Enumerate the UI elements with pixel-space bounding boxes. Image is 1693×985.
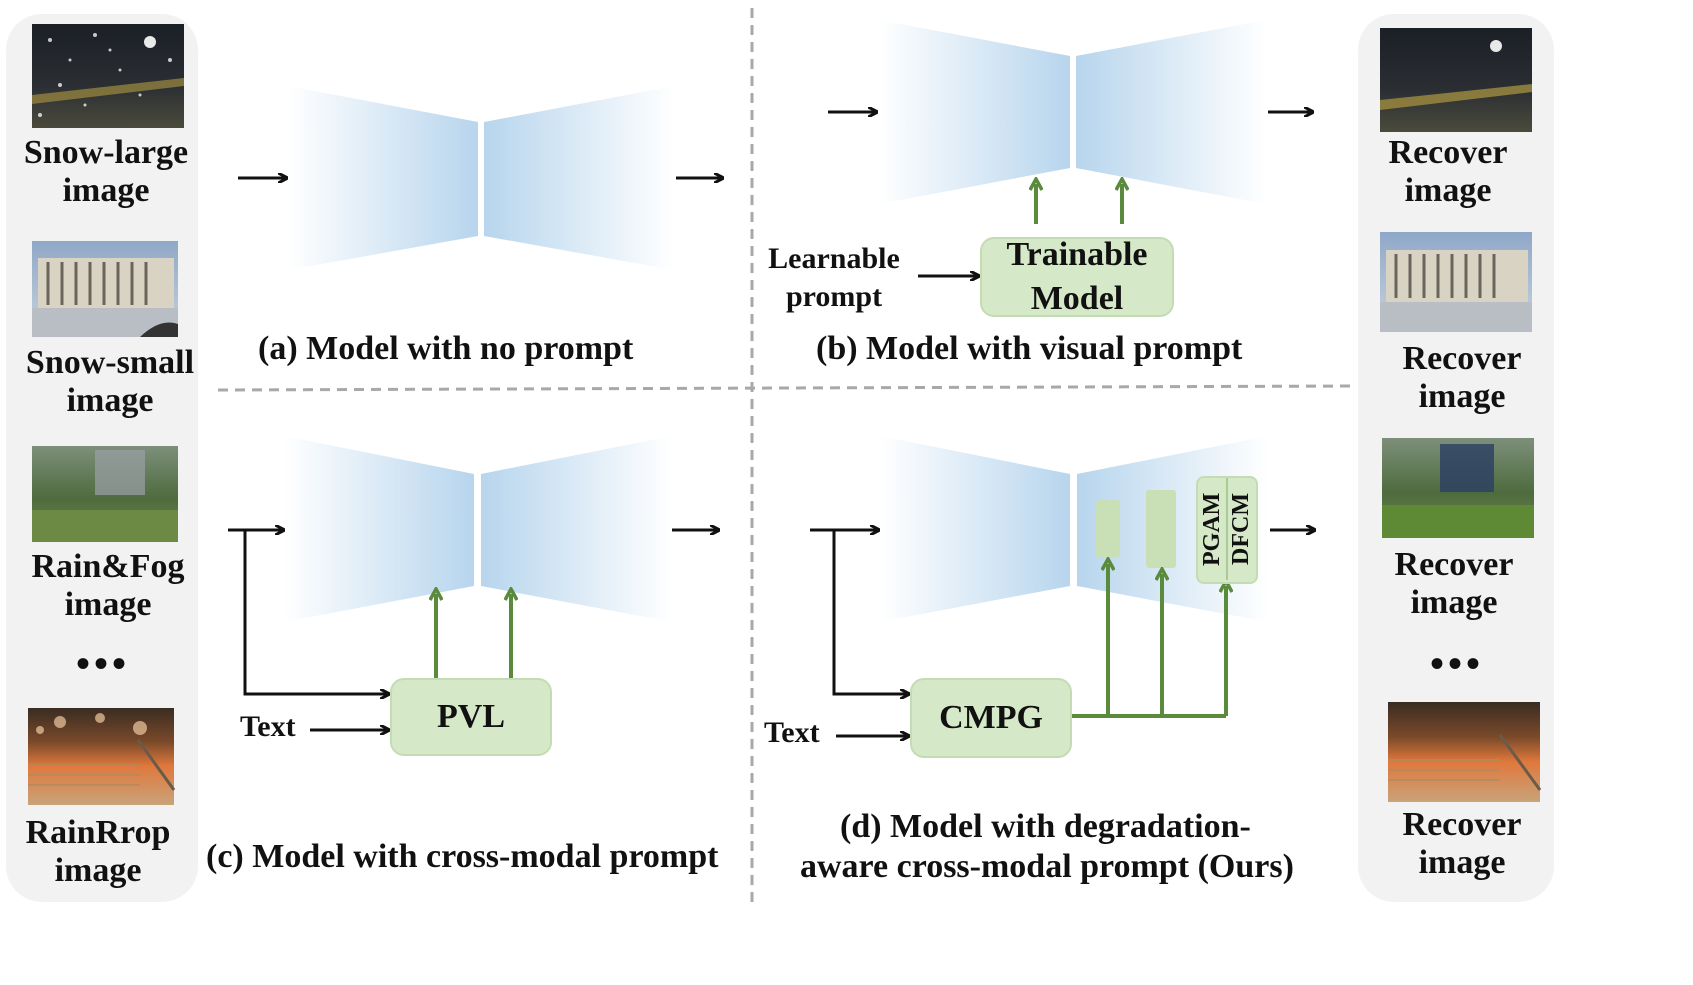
label-raindrop: RainRrop image (25, 814, 171, 889)
label-rain-fog: Rain&Fog image (31, 548, 185, 623)
green-block-1 (1096, 500, 1120, 558)
module-divider (1226, 478, 1228, 580)
cmpg-box: CMPG (910, 678, 1072, 758)
label-recover-3: Recover image (1394, 546, 1514, 621)
caption-c: (c) Model with cross-modal prompt (206, 838, 719, 875)
recover-thumbnail-1 (1380, 28, 1532, 132)
pvl-box: PVL (390, 678, 552, 756)
encoder-c (284, 436, 474, 622)
text-label-c: Text (240, 710, 296, 743)
raindrop-thumbnail (28, 708, 176, 805)
encoder-d (880, 436, 1070, 622)
caption-b: (b) Model with visual prompt (816, 330, 1243, 367)
decoder-c (481, 436, 672, 622)
label-recover-4: Recover image (1402, 806, 1522, 881)
encoder-b (879, 20, 1070, 204)
caption-d-line1: (d) Model with degradation- (840, 808, 1251, 845)
caption-d-line2: aware cross-modal prompt (Ours) (800, 848, 1294, 885)
snow-large-thumbnail (32, 24, 184, 128)
right-ellipsis: ••• (1430, 641, 1485, 686)
label-recover-1: Recover image (1388, 134, 1508, 209)
branch-d (832, 530, 908, 694)
trainable-model-box: Trainable Model (980, 236, 1174, 317)
decoder-b (1076, 20, 1266, 204)
label-snow-large: Snow-large image (23, 134, 189, 209)
recover-thumbnail-3 (1382, 438, 1534, 538)
dfcm-label: DFCM (1228, 493, 1254, 565)
green-block-2 (1146, 490, 1176, 568)
recover-thumbnail-2 (1380, 232, 1532, 332)
decoder-a (484, 86, 674, 270)
horizontal-divider (217, 384, 1356, 392)
left-ellipsis: ••• (76, 641, 131, 686)
pgam-label: PGAM (1199, 492, 1225, 566)
branch-c (243, 530, 388, 694)
label-recover-2: Recover image (1402, 340, 1522, 415)
learnable-prompt-label: Learnable prompt (768, 242, 900, 313)
snow-small-thumbnail (32, 241, 178, 337)
label-snow-small: Snow-small image (25, 344, 195, 419)
rain-fog-thumbnail (32, 446, 178, 542)
caption-a: (a) Model with no prompt (258, 330, 634, 367)
encoder-a (288, 86, 478, 270)
text-label-d: Text (764, 716, 820, 749)
recover-thumbnail-4 (1388, 702, 1542, 802)
